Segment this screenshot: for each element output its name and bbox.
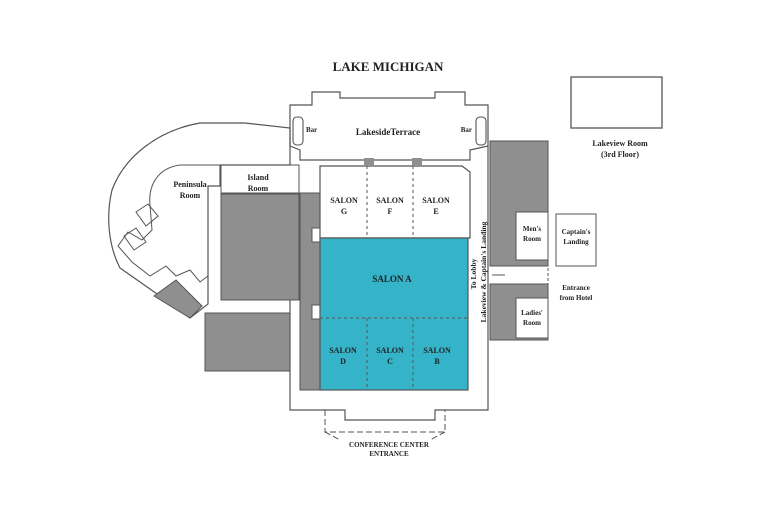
mens-room-box[interactable] <box>515 211 549 261</box>
salon-c-label-2: C <box>387 357 393 366</box>
salon-a-label: SALON A <box>372 274 412 284</box>
conference-entrance-label-2: ENTRANCE <box>369 450 409 458</box>
hotel-entrance-label-2: from Hotel <box>560 294 593 302</box>
peninsula-steps <box>123 203 159 251</box>
captains-landing-label-2: Landing <box>563 238 589 246</box>
bar-right-counter <box>475 116 487 146</box>
salon-b-label-2: B <box>434 357 440 366</box>
salon-d-label-2: D <box>340 357 346 366</box>
salon-a-block[interactable] <box>319 237 469 391</box>
salon-g-label-2: G <box>341 207 347 216</box>
map-title: LAKE MICHIGAN <box>333 59 444 74</box>
salon-side-service <box>299 192 321 391</box>
lakeview-captains-label: Lakeview & Captain's Landing <box>479 221 488 322</box>
conference-entrance-label-1: CONFERENCE CENTER <box>349 441 430 449</box>
building-outer-wall <box>289 300 489 421</box>
peninsula-label-1: Peninsula <box>173 180 206 189</box>
salon-f-pillar-2 <box>412 158 422 166</box>
peninsula-label-2: Room <box>180 191 201 200</box>
island-label-2: Room <box>248 184 269 193</box>
bar-right-label: Bar <box>461 126 472 134</box>
salon-g-label-1: SALON <box>330 196 358 205</box>
salon-c-label-1: SALON <box>376 346 404 355</box>
mens-room-label-1: Men's <box>523 225 542 233</box>
salon-b-label-1: SALON <box>423 346 451 355</box>
island-service-block <box>220 193 300 301</box>
entrance-doors <box>324 410 446 441</box>
ladies-room-label-1: Ladies' <box>521 309 543 317</box>
salon-f-label-2: F <box>388 207 393 216</box>
bar-left-counter <box>292 116 304 146</box>
salon-f-pillar-1 <box>364 158 374 166</box>
upper-salon-outline <box>319 165 471 239</box>
captains-landing-label-1: Captain's <box>562 228 591 236</box>
salon-f-label-1: SALON <box>376 196 404 205</box>
island-label-1: Island <box>247 173 269 182</box>
lakeside-terrace-label: LakesideTerrace <box>356 127 420 137</box>
peninsula-inner <box>117 164 220 283</box>
lakeview-room-label-1: Lakeview Room <box>592 139 648 148</box>
salon-e-label-2: E <box>433 207 438 216</box>
ladies-room-label-2: Room <box>523 319 541 327</box>
peninsula-service <box>153 279 203 319</box>
lakeview-room-label-2: (3rd Floor) <box>601 150 639 159</box>
to-lobby-label: To Lobby <box>469 258 478 289</box>
island-room-box[interactable] <box>220 164 300 194</box>
terrace-outline <box>289 91 489 161</box>
lower-left-service <box>204 312 291 372</box>
salon-e-label-1: SALON <box>422 196 450 205</box>
ladies-room-box[interactable] <box>515 297 549 339</box>
captains-landing-box[interactable] <box>555 213 597 267</box>
lakeview-room-box[interactable] <box>570 76 663 129</box>
salon-d-label-1: SALON <box>329 346 357 355</box>
hotel-entrance-label-1: Entrance <box>562 284 590 292</box>
bar-left-label: Bar <box>306 126 317 134</box>
mens-room-label-2: Room <box>523 235 541 243</box>
